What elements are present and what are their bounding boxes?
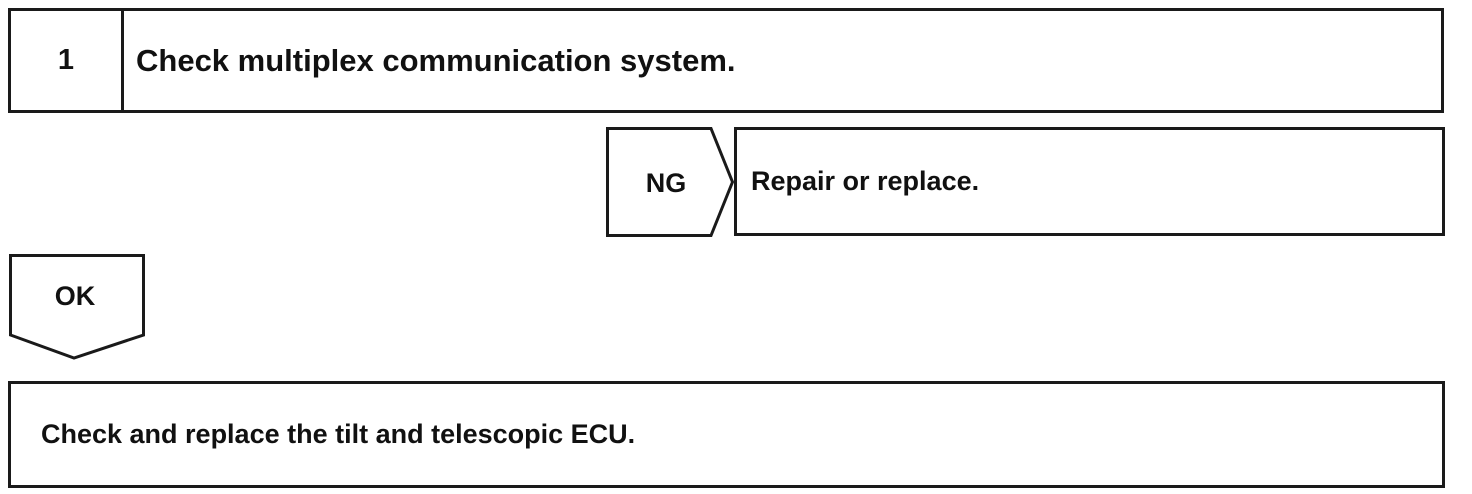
step-number: 1 [11, 11, 124, 110]
ng-arrow: NG [606, 127, 735, 237]
ng-result-text: Repair or replace. [751, 166, 980, 196]
step-title: Check multiplex communication system. [136, 42, 736, 78]
step-box: 1 Check multiplex communication system. [8, 8, 1444, 113]
ng-result-box: Repair or replace. [734, 127, 1445, 236]
ng-label: NG [646, 168, 687, 198]
ok-label: OK [55, 281, 96, 311]
final-action-box: Check and replace the tilt and telescopi… [8, 381, 1445, 488]
ok-arrow: OK [9, 254, 145, 360]
final-action-text: Check and replace the tilt and telescopi… [41, 419, 636, 449]
